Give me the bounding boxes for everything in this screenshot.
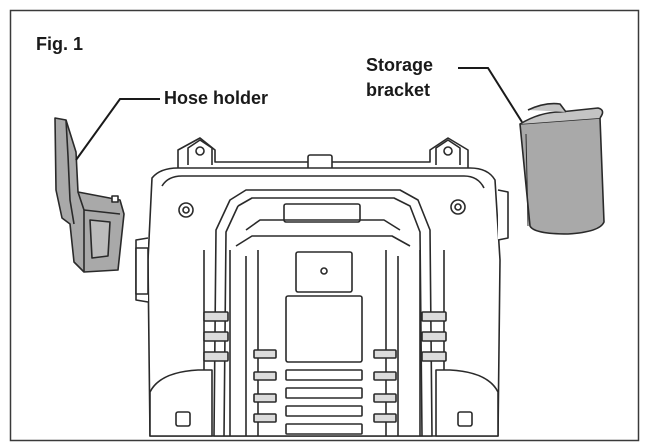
vent-right-inner (373, 349, 397, 423)
hose-holder-part (54, 117, 125, 273)
storage-bracket-label-line1: Storage (366, 55, 434, 75)
lower-fender-right (435, 369, 499, 437)
hood-slot (283, 203, 361, 223)
center-grille (285, 369, 363, 435)
right-side-mount (497, 189, 509, 241)
vent-left-inner (253, 349, 277, 423)
vent-right-outer (421, 311, 447, 362)
figure-label: Fig. 1 (36, 34, 84, 54)
lower-fender-left (149, 369, 213, 437)
hose-holder-leader (75, 98, 160, 161)
storage-bracket-leader (458, 67, 523, 123)
leader-lines (75, 67, 523, 161)
storage-bracket-part (519, 102, 605, 235)
vent-left-outer (203, 311, 229, 362)
storage-bracket-label-line2: bracket (366, 80, 431, 100)
top-handle-bar (177, 137, 469, 171)
center-lower-panel (285, 295, 363, 363)
machine-body (135, 137, 509, 437)
hose-holder-label: Hose holder (164, 88, 269, 108)
figure-frame (9, 9, 640, 442)
